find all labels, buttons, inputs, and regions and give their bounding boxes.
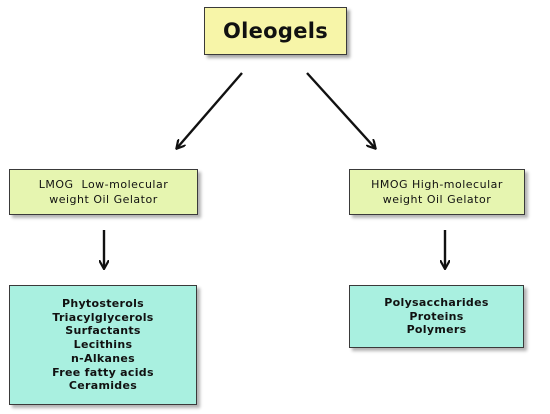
lmog-example-item: Surfactants	[65, 324, 141, 338]
hmog-category-box: HMOG High-molecular weight Oil Gelator	[349, 169, 525, 215]
lmog-label-line2: weight Oil Gelator	[49, 193, 158, 206]
hmog-example-item: Polysaccharides	[384, 295, 489, 309]
lmog-example-item: n-Alkanes	[71, 351, 135, 365]
arrow-root-to-lmog	[177, 72, 243, 148]
oleogels-title: Oleogels	[222, 19, 329, 43]
hmog-label-line1: HMOG High-molecular	[371, 178, 503, 191]
hmog-example-item: Polymers	[406, 323, 467, 337]
oleogels-root-box: Oleogels	[204, 7, 347, 55]
lmog-example-item: Lecithins	[73, 338, 133, 352]
lmog-label-line1: LMOG Low-molecular	[38, 178, 169, 191]
lmog-category-box: LMOG Low-molecular weight Oil Gelator	[9, 169, 198, 215]
lmog-example-item: Phytosterols	[61, 296, 145, 310]
lmog-example-item: Triacylglycerols	[52, 310, 154, 324]
arrow-root-to-hmog	[306, 72, 375, 148]
hmog-label-line2: weight Oil Gelator	[382, 193, 492, 206]
lmog-example-item: Free fatty acids	[52, 365, 154, 379]
lmog-example-item: Ceramides	[68, 379, 138, 393]
hmog-examples-box: Polysaccharides Proteins Polymers	[349, 285, 524, 348]
lmog-examples-box: Phytosterols Triacylglycerols Surfactant…	[9, 285, 197, 405]
hmog-example-item: Proteins	[409, 309, 464, 323]
